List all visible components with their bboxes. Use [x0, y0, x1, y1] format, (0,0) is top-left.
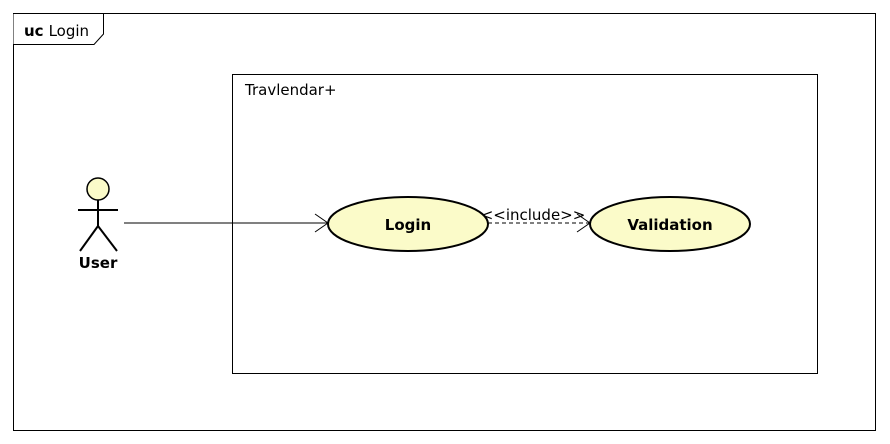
system-name: Travlendar+	[244, 81, 337, 99]
actor-user[interactable]	[78, 177, 118, 252]
actor-left-leg	[79, 225, 99, 252]
frame-keyword: uc	[24, 22, 44, 40]
use-case-validation-label: Validation	[627, 216, 712, 234]
use-case-login-ellipse	[327, 196, 489, 252]
include-label: <<include>>	[481, 206, 586, 224]
use-case-login-label: Login	[385, 216, 431, 234]
actor-name: User	[79, 254, 118, 272]
actor-head	[86, 177, 110, 201]
frame-tab	[13, 13, 104, 45]
use-case-validation[interactable]: Validation	[589, 196, 751, 252]
frame-name: Login	[49, 22, 89, 40]
frame-title: uc Login	[24, 22, 89, 40]
actor-right-leg	[97, 225, 118, 252]
use-case-login[interactable]: Login	[327, 196, 489, 252]
use-case-validation-ellipse	[589, 196, 751, 252]
